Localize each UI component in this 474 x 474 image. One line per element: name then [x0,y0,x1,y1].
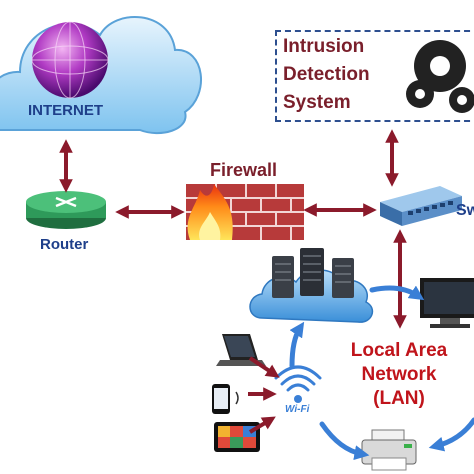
lan-label-line-1: Local Area [350,340,448,361]
tablet-wifi-arrow [248,416,276,434]
wifi-icon [274,365,322,403]
connection-arrows [59,129,407,434]
firewall-label: Firewall [210,160,278,180]
phone-icon [212,384,239,414]
lan-label-line-3: (LAN) [373,388,425,409]
tablet-icon [214,422,260,452]
switch-icon [380,186,462,226]
internet-label: INTERNET [28,102,103,119]
globe-icon [31,21,109,99]
monitor-icon [420,278,474,328]
lan-label-line-2: Network [361,364,437,385]
printer-icon [361,429,417,471]
ids-label-line-3: System [283,92,351,113]
servers-icon [272,248,354,298]
fire-icon [187,184,233,240]
switch-label: Sw [456,202,474,219]
ids-label-line-2: Detection [283,64,370,85]
router-label: Router [40,236,89,253]
wifi-label: Wi-Fi [285,404,310,415]
ids-label-line-1: Intrusion [283,36,365,57]
laptop-wifi-arrow [248,356,280,378]
lan-cycle-arrows [289,285,474,461]
laptop-icon [216,334,266,366]
router-icon [26,191,106,229]
